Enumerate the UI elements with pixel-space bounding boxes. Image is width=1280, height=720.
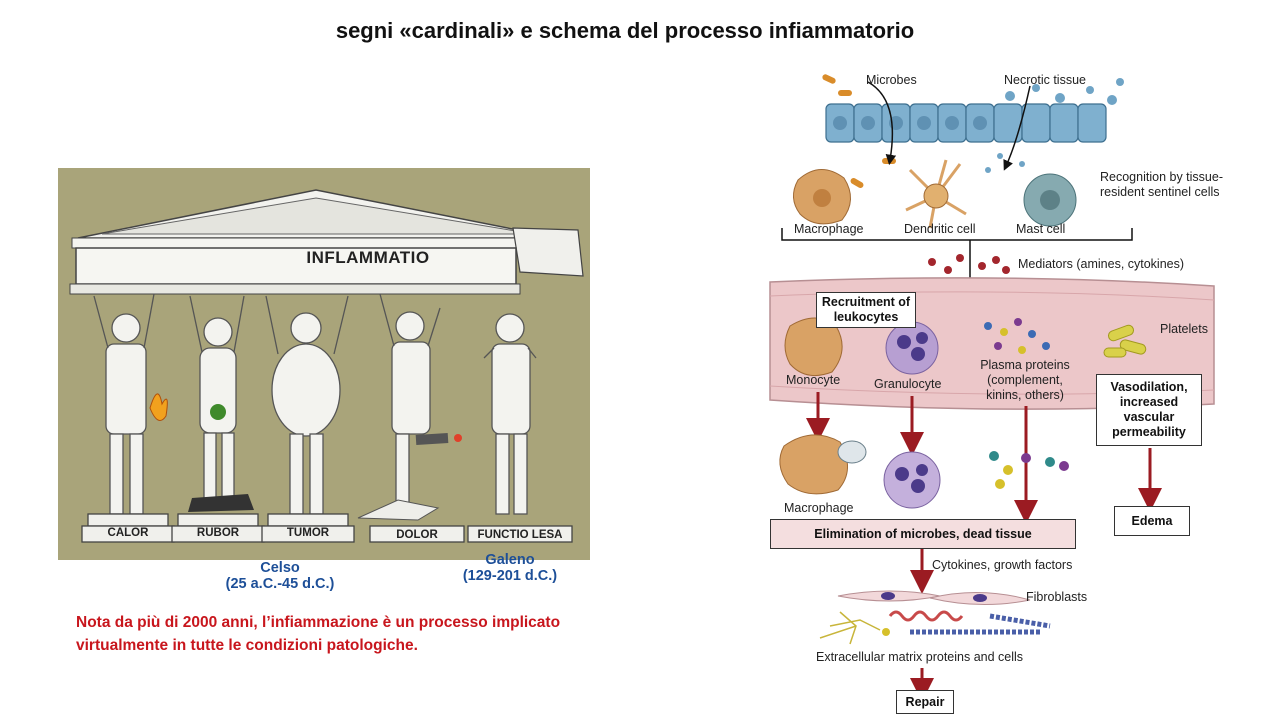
- author-galeno-name: Galeno: [485, 552, 535, 568]
- pillar-label-tumor: TUMOR: [286, 527, 330, 539]
- temple-banner: INFLAMMATIO: [306, 248, 430, 267]
- label-macrophage: Macrophage: [794, 222, 864, 236]
- label-granulocyte: Granulocyte: [874, 377, 942, 391]
- label-recognition: Recognition by tissue-resident sentinel …: [1100, 170, 1223, 199]
- label-cytokines: Cytokines, growth factors: [932, 558, 1073, 572]
- label-microbes: Microbes: [866, 73, 917, 87]
- label-mast-cell: Mast cell: [1016, 222, 1066, 236]
- slide-title: segni «cardinali» e schema del processo …: [335, 18, 915, 43]
- pillar-label-functio-lesa: FUNCTIO LESA: [477, 529, 563, 541]
- box-repair: Repair: [896, 690, 954, 714]
- author-celso-name: Celso: [260, 560, 300, 576]
- label-mediators: Mediators (amines, cytokines): [1018, 257, 1185, 271]
- label-dendritic-cell: Dendritic cell: [904, 222, 976, 236]
- label-platelets: Platelets: [1160, 322, 1208, 336]
- author-galeno: Galeno (129-201 d.C.): [440, 552, 580, 584]
- author-celso-dates: (25 a.C.-45 d.C.): [225, 576, 335, 592]
- label-fibroblasts: Fibroblasts: [1026, 590, 1088, 604]
- pillar-label-dolor: DOLOR: [396, 529, 438, 541]
- label-macrophage-2: Macrophage: [784, 501, 854, 515]
- label-ecm: Extracellular matrix proteins and cells: [816, 650, 1024, 664]
- author-celso: Celso (25 a.C.-45 d.C.): [210, 560, 350, 592]
- temple-illustration: INFLAMMATIO CALOR RUBOR TUMOR DOLOR FUNC…: [58, 168, 590, 560]
- pillar-label-rubor: RUBOR: [196, 527, 240, 539]
- box-elimination: Elimination of microbes, dead tissue: [770, 519, 1076, 549]
- slide-note: Nota da più di 2000 anni, l’infiammazion…: [76, 614, 561, 654]
- inflammation-schema: Microbes Necrotic tissue Recognition by …: [760, 60, 1240, 720]
- temple-drawing: [69, 189, 584, 543]
- label-monocyte: Monocyte: [786, 373, 841, 387]
- author-galeno-dates: (129-201 d.C.): [462, 568, 558, 584]
- pillar-label-calor: CALOR: [107, 527, 149, 539]
- box-vasodilation: Vasodilation, increased vascular permeab…: [1096, 374, 1202, 446]
- label-necrotic-tissue: Necrotic tissue: [1004, 73, 1086, 87]
- label-plasma-proteins: Plasma proteins (complement, kinins, oth…: [980, 358, 1070, 402]
- box-recruitment: Recruitment of leukocytes: [816, 292, 916, 328]
- box-edema: Edema: [1114, 506, 1190, 536]
